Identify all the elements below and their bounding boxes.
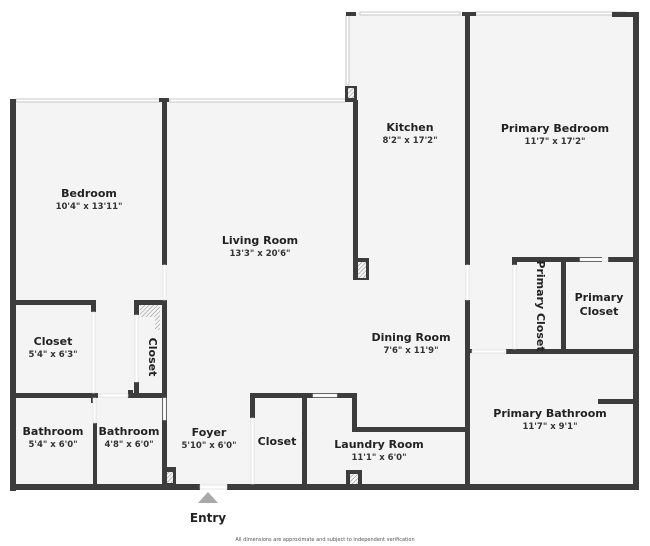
room-name: Closet [257,435,297,448]
entry-label: Entry [189,511,227,525]
room-name: Laundry Room [334,438,424,451]
room-primary-closet-walkin: Primary Closet [533,260,547,351]
room-foyer: Foyer 5'10" x 6'0" [181,426,236,452]
door-bedroom [162,264,167,301]
room-dims: 7'6" x 11'9" [383,346,439,356]
door-bedroom-closet [91,311,96,394]
room-kitchen: Kitchen 8'2" x 17'2" [382,121,437,147]
room-name: Primary Bathroom [493,407,607,420]
room-dims: 11'7" x 17'2" [524,137,586,147]
room-name: Kitchen [386,121,434,134]
room-name: Primary Closet [534,260,547,352]
window-kitchen-top [359,11,461,16]
window-living [169,98,347,103]
room-name: Bathroom [98,425,160,438]
room-bathroom-1: Bathroom 5'4" x 6'0" [23,425,84,451]
door-openings [91,257,609,490]
floor-areas [12,13,638,488]
room-name: Bedroom [61,187,117,200]
door-foyer-closet [250,417,255,485]
window-bedroom [15,98,161,103]
room-living-room: Living Room 13'3" x 20'6" [222,234,298,260]
room-bedroom: Bedroom 10'4" x 13'11" [56,187,123,213]
door-hall-closet [134,314,139,383]
room-name: Foyer [191,426,227,439]
room-dims: 5'10" x 6'0" [181,441,237,451]
room-primary-bathroom: Primary Bathroom 11'7" x 9'1" [493,407,606,433]
door-primary-bath [471,349,507,354]
disclaimer-text: All dimensions are approximate and subje… [235,537,415,543]
door-bath2 [162,397,167,421]
entry-arrow-icon [198,492,218,503]
room-primary-bedroom: Primary Bedroom 11'7" x 17'2" [501,122,609,148]
door-kitchen-bedroom [465,264,470,301]
room-dims: 5'4" x 6'0" [28,440,78,450]
room-bathroom-2: Bathroom 4'8" x 6'0" [99,425,160,451]
window-kitchen-side [345,14,350,86]
room-closet-hall: Closet [145,338,159,377]
door-bath1 [92,397,97,424]
room-name: Primary Bedroom [500,122,610,135]
room-name: Dining Room [371,331,451,344]
room-name: Bathroom [22,425,84,438]
room-dining-room: Dining Room 7'6" x 11'9" [371,331,450,357]
door-bath1-hall [99,393,129,398]
door-laundry [312,393,338,398]
room-name: Closet [33,335,73,348]
room-dims: 5'4" x 6'3" [28,350,78,360]
room-name: Living Room [221,234,299,247]
room-name: Closet [146,337,159,377]
room-closet-bedroom: Closet 5'4" x 6'3" [28,335,77,361]
room-name: Primary Closet [574,291,624,318]
room-laundry-room: Laundry Room 11'1" x 6'0" [334,438,423,464]
room-primary-closet: Primary Closet [569,291,629,319]
door-walkin-closet [512,264,517,350]
window-primary-bedroom [475,11,627,16]
room-dims: 11'1" x 6'0" [351,453,407,463]
hatched-chases [140,88,366,484]
room-dims: 10'4" x 13'11" [55,202,123,212]
entry-door [199,484,228,490]
room-dims: 8'2" x 17'2" [382,136,438,146]
room-closet-foyer: Closet [258,435,297,449]
door-primary-closet [579,257,609,262]
room-dims: 4'8" x 6'0" [104,440,154,450]
room-dims: 13'3" x 20'6" [229,249,291,259]
room-dims: 11'7" x 9'1" [522,422,578,432]
